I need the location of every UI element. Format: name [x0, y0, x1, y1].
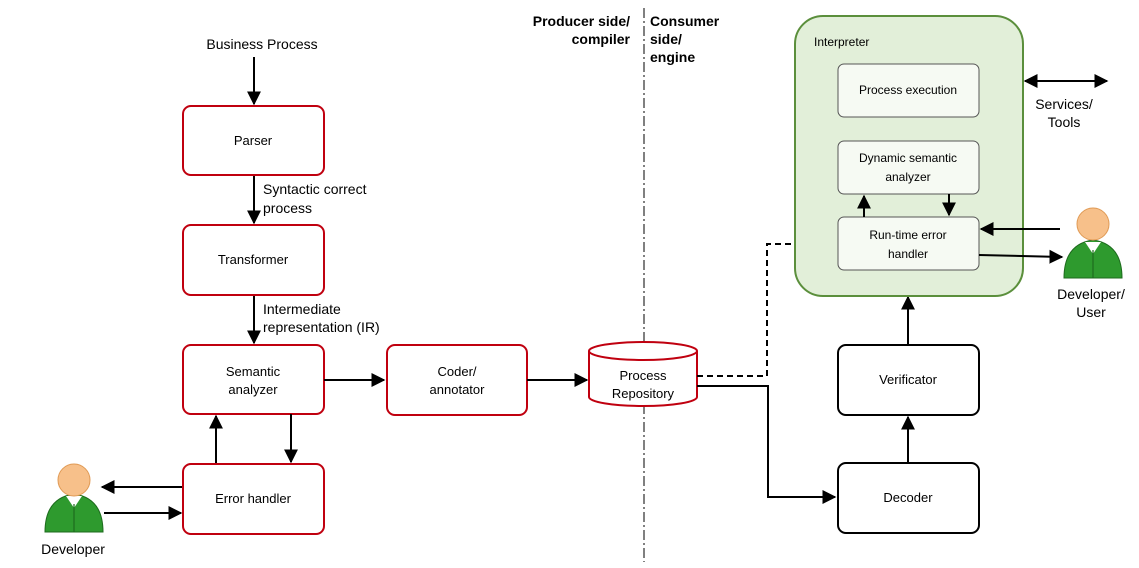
ir-label-line1: Intermediate — [263, 301, 341, 317]
consumer-side-label-line1: Consumer — [650, 13, 720, 29]
developer-actor-icon — [44, 463, 104, 533]
interpreter-title: Interpreter — [814, 35, 869, 49]
syntactic-correct-label-line1: Syntactic correct — [263, 181, 367, 197]
process-execution-label: Process execution — [859, 83, 957, 97]
services-label-line1: Services/ — [1035, 96, 1093, 112]
coder-label-line1: Coder/ — [437, 364, 476, 379]
coder-label-line2: annotator — [430, 382, 486, 397]
producer-side-label-line2: compiler — [572, 31, 631, 47]
coder-annotator-box — [386, 344, 528, 416]
transformer-label: Transformer — [218, 252, 289, 267]
producer-side-label-line1: Producer side/ — [533, 13, 630, 29]
runtime-error-handler-box — [837, 216, 980, 271]
parser-box — [182, 105, 325, 176]
runtime-to-user-arrow — [978, 249, 1064, 264]
decoder-label: Decoder — [883, 490, 933, 505]
developer-user-label-line2: User — [1076, 304, 1106, 320]
business-process-label: Business Process — [206, 36, 317, 52]
verificator-label: Verificator — [879, 372, 937, 387]
process-repository-cylinder — [588, 341, 698, 407]
repository-label-line1: Process — [620, 368, 667, 383]
repository-label-line2: Repository — [612, 386, 675, 401]
process-execution-box — [837, 63, 980, 118]
dynamic-semantic-analyzer-box — [837, 140, 980, 195]
dynamic-semantic-label-line1: Dynamic semantic — [859, 151, 957, 165]
developer-user-label-line1: Developer/ — [1057, 286, 1125, 302]
consumer-side-label-line2: side/ — [650, 31, 682, 47]
syntactic-correct-label-line2: process — [263, 200, 312, 216]
parser-label: Parser — [234, 133, 273, 148]
error-handler-box — [182, 463, 325, 535]
ir-label-line2: representation (IR) — [263, 319, 380, 335]
semantic-analyzer-label-line1: Semantic — [226, 364, 281, 379]
developer-label: Developer — [41, 541, 105, 557]
developer-user-actor-icon — [1063, 207, 1123, 279]
semantic-analyzer-label-line2: analyzer — [228, 382, 278, 397]
services-label-line2: Tools — [1048, 114, 1081, 130]
dynamic-semantic-label-line2: analyzer — [885, 170, 930, 184]
runtime-error-label-line1: Run-time error — [869, 228, 946, 242]
error-handler-label: Error handler — [215, 491, 292, 506]
runtime-error-label-line2: handler — [888, 247, 928, 261]
consumer-side-label-line3: engine — [650, 49, 695, 65]
transformer-box — [182, 224, 325, 296]
semantic-analyzer-box — [182, 344, 325, 415]
repository-to-decoder-arrow — [697, 385, 837, 504]
